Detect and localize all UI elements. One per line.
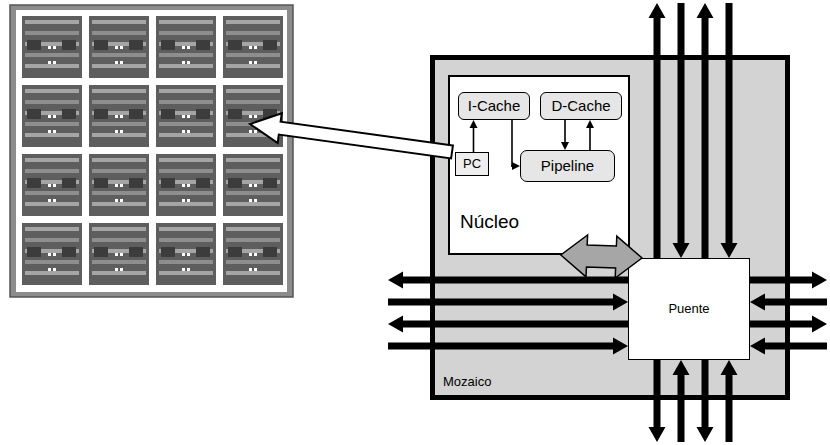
node-label: Núcleo xyxy=(460,211,519,232)
bus-arrow xyxy=(697,360,714,442)
label-slot: Núcleo xyxy=(460,211,519,233)
node-label: Puente xyxy=(668,302,709,317)
node-label: PC xyxy=(463,157,481,172)
bus-arrow xyxy=(649,360,666,442)
bus-arrow xyxy=(750,272,827,289)
bus-arrow xyxy=(388,338,628,355)
bus-arrow xyxy=(721,3,738,258)
node-label: Mozaico xyxy=(443,374,491,389)
node-label: I-Cache xyxy=(468,97,521,114)
bus-arrow xyxy=(649,3,666,258)
bus-arrow xyxy=(750,294,827,311)
signal-arrow xyxy=(586,120,594,150)
pipeline-box: Pipeline xyxy=(520,150,615,182)
cache-box: D-Cache xyxy=(540,92,622,120)
bus-arrow xyxy=(673,3,690,258)
bus-arrow xyxy=(388,272,628,289)
node-label: D-Cache xyxy=(551,97,610,114)
signal-arrow xyxy=(470,120,478,152)
signal-arrow xyxy=(561,120,569,150)
bus-arrow xyxy=(388,316,628,333)
bus-connector xyxy=(561,235,642,278)
label-slot: Mozaico xyxy=(443,374,491,390)
bridge-box: Puente xyxy=(628,258,750,360)
signal-arrow xyxy=(511,120,520,170)
bus-arrow xyxy=(721,360,738,442)
tile-box: Mozaico Núcleo I-Cache D-CachePC PipelinePue… xyxy=(430,55,790,400)
bus-arrow xyxy=(750,338,827,355)
bus-arrow xyxy=(673,360,690,442)
node-label: Pipeline xyxy=(541,157,594,174)
core-box: Núcleo I-Cache D-CachePC Pipeline xyxy=(448,75,630,255)
zoom-arrow xyxy=(250,113,453,158)
bus-arrow xyxy=(388,294,628,311)
cache-box: I-Cache xyxy=(458,92,530,120)
bus-arrow xyxy=(750,316,827,333)
register-box: PC xyxy=(455,152,489,176)
bus-arrow xyxy=(697,3,714,258)
